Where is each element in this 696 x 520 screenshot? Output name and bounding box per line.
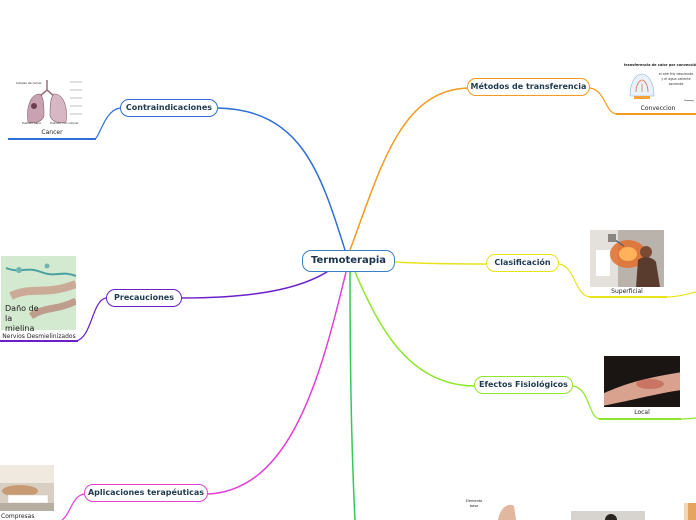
connector-precauciones [181, 269, 331, 299]
compresas-image[interactable] [0, 465, 54, 511]
connector-contraindicaciones [217, 107, 346, 251]
conveccion-figure-title: transferencia de calor por convección [624, 63, 696, 67]
nerve-illustration [1, 256, 76, 330]
compresas-photo [0, 465, 54, 511]
connector-cancer-leaf [94, 107, 121, 140]
bottom-photo-1 [494, 500, 518, 520]
connector-superficial-more [665, 291, 696, 298]
cancer-figure-label-1: Células de tumor [16, 81, 42, 85]
branch-efectos[interactable]: Efectos Fisiológicos [474, 376, 573, 394]
connector-efectos [354, 271, 475, 387]
connector-compresas-leaf [61, 493, 85, 520]
superficial-underline [589, 296, 667, 298]
nervios-overlay-text: Daño de la mielina [5, 304, 39, 333]
connector-clasificacion [394, 261, 487, 265]
bottom-photo-3 [684, 503, 696, 520]
branch-contraindicaciones[interactable]: Contraindicaciones [120, 99, 218, 117]
branch-aplicaciones[interactable]: Aplicaciones terapéuticas [84, 484, 208, 502]
nervios-image[interactable] [1, 256, 76, 330]
superficial-image[interactable] [590, 230, 664, 287]
compresas-caption: Compresas [1, 513, 35, 520]
superficial-caption: Superficial [611, 288, 643, 295]
nervios-underline [0, 340, 78, 342]
bottom-image-1[interactable] [494, 500, 518, 520]
cancer-image[interactable] [14, 76, 86, 130]
central-topic[interactable]: Termoterapia [302, 250, 395, 272]
local-caption: Local [634, 409, 650, 416]
connector-aplicaciones [207, 271, 347, 495]
conveccion-caption: Conveccion [640, 105, 676, 112]
connector-local-more [679, 417, 696, 420]
bottom-tiny-label: Elemento base [465, 499, 483, 508]
local-image[interactable] [604, 356, 680, 407]
branch-precauciones[interactable]: Precauciones [106, 289, 182, 307]
connector-local-leaf [572, 385, 601, 420]
branch-metodos[interactable]: Métodos de transferencia [467, 78, 590, 96]
convection-diagram [622, 62, 696, 104]
branch-clasificacion[interactable]: Clasificación [486, 254, 559, 272]
bottom-photo-2 [571, 511, 645, 520]
cancer-caption: Cancer [41, 129, 63, 136]
skin-photo [604, 356, 680, 407]
cancer-underline [8, 138, 96, 140]
heat-lamp-photo [590, 230, 664, 287]
lungs-illustration [14, 76, 86, 130]
bottom-image-2[interactable] [571, 509, 645, 520]
conveccion-image[interactable] [622, 62, 696, 104]
bottom-image-3[interactable] [684, 503, 696, 520]
cancer-figure-label-2: Pulmón sano [22, 121, 42, 125]
conveccion-figure-note: el aire frío desciende y el agua calient… [658, 72, 694, 86]
cancer-figure-label-3: Pulmón con cáncer [50, 121, 79, 125]
connector-nervios-leaf [75, 297, 107, 342]
nervios-caption: Nervios Desmielinizados [2, 333, 76, 340]
connector-superficial-leaf [558, 263, 591, 298]
connector-conveccion-leaf [589, 87, 617, 115]
local-underline [599, 418, 681, 420]
connector-metodos [349, 87, 469, 251]
conveccion-underline [616, 113, 696, 115]
connector-bottom [349, 271, 356, 520]
